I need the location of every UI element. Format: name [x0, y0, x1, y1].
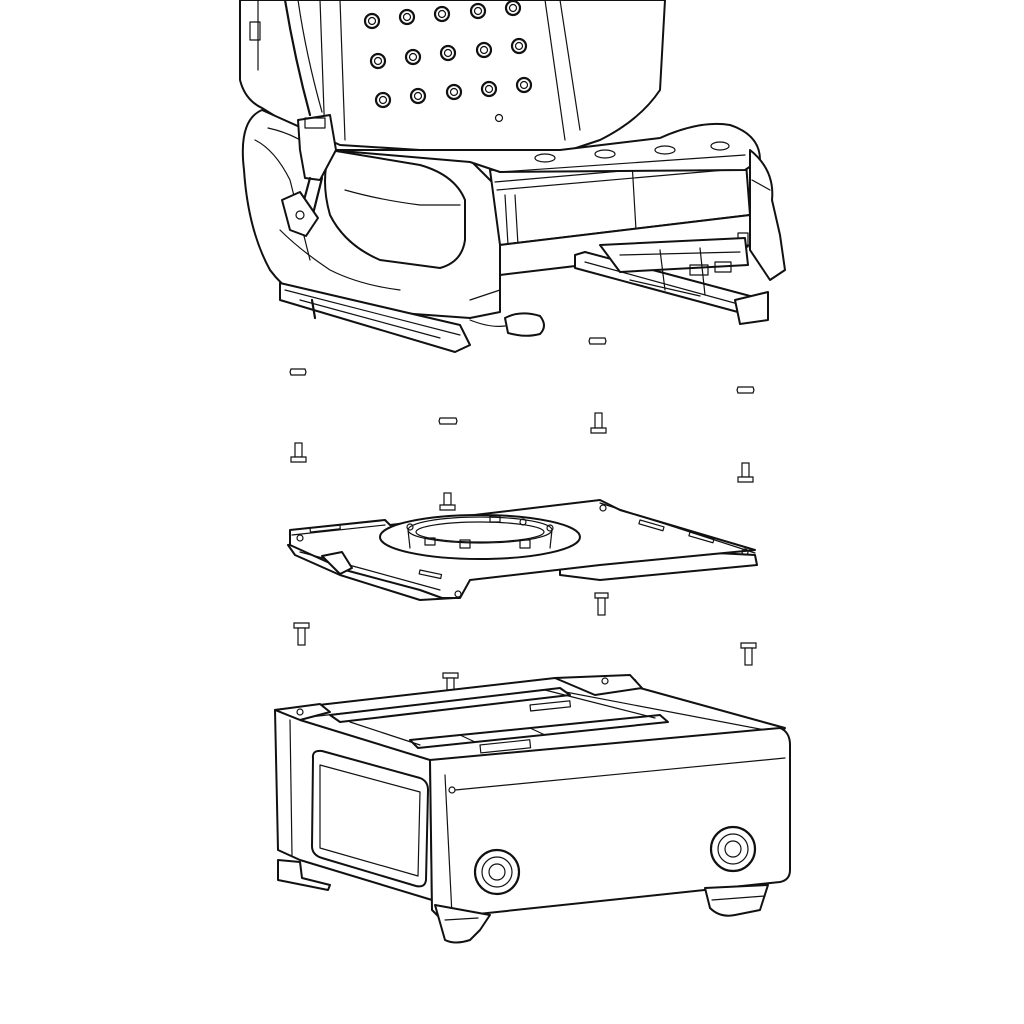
bolt [290, 442, 307, 463]
base-cutout-right [709, 825, 757, 873]
bolt [442, 672, 459, 694]
hex-nut [438, 417, 458, 425]
seat-base [274, 674, 791, 944]
bolt [293, 622, 310, 646]
swivel-ring [379, 514, 581, 560]
swivel-plate [287, 499, 758, 601]
lower-bolts [293, 592, 757, 694]
base-cutout-left [473, 848, 521, 896]
hex-nut [289, 368, 307, 376]
hex-nut [588, 337, 607, 345]
bolt [439, 492, 456, 511]
bolt [594, 592, 609, 616]
seat-assembly [239, 0, 786, 353]
bolt [590, 412, 607, 434]
seat-right-rail [574, 237, 769, 325]
bolt [737, 462, 754, 483]
backrest-perforations [363, 0, 533, 123]
seat-backrest [239, 0, 666, 151]
seat-left-rail [279, 282, 545, 353]
upper-bolts [290, 412, 754, 511]
hex-nut [736, 386, 755, 394]
hex-nuts [289, 337, 755, 425]
seat-belt-buckle [281, 114, 337, 237]
bolt [740, 642, 757, 666]
